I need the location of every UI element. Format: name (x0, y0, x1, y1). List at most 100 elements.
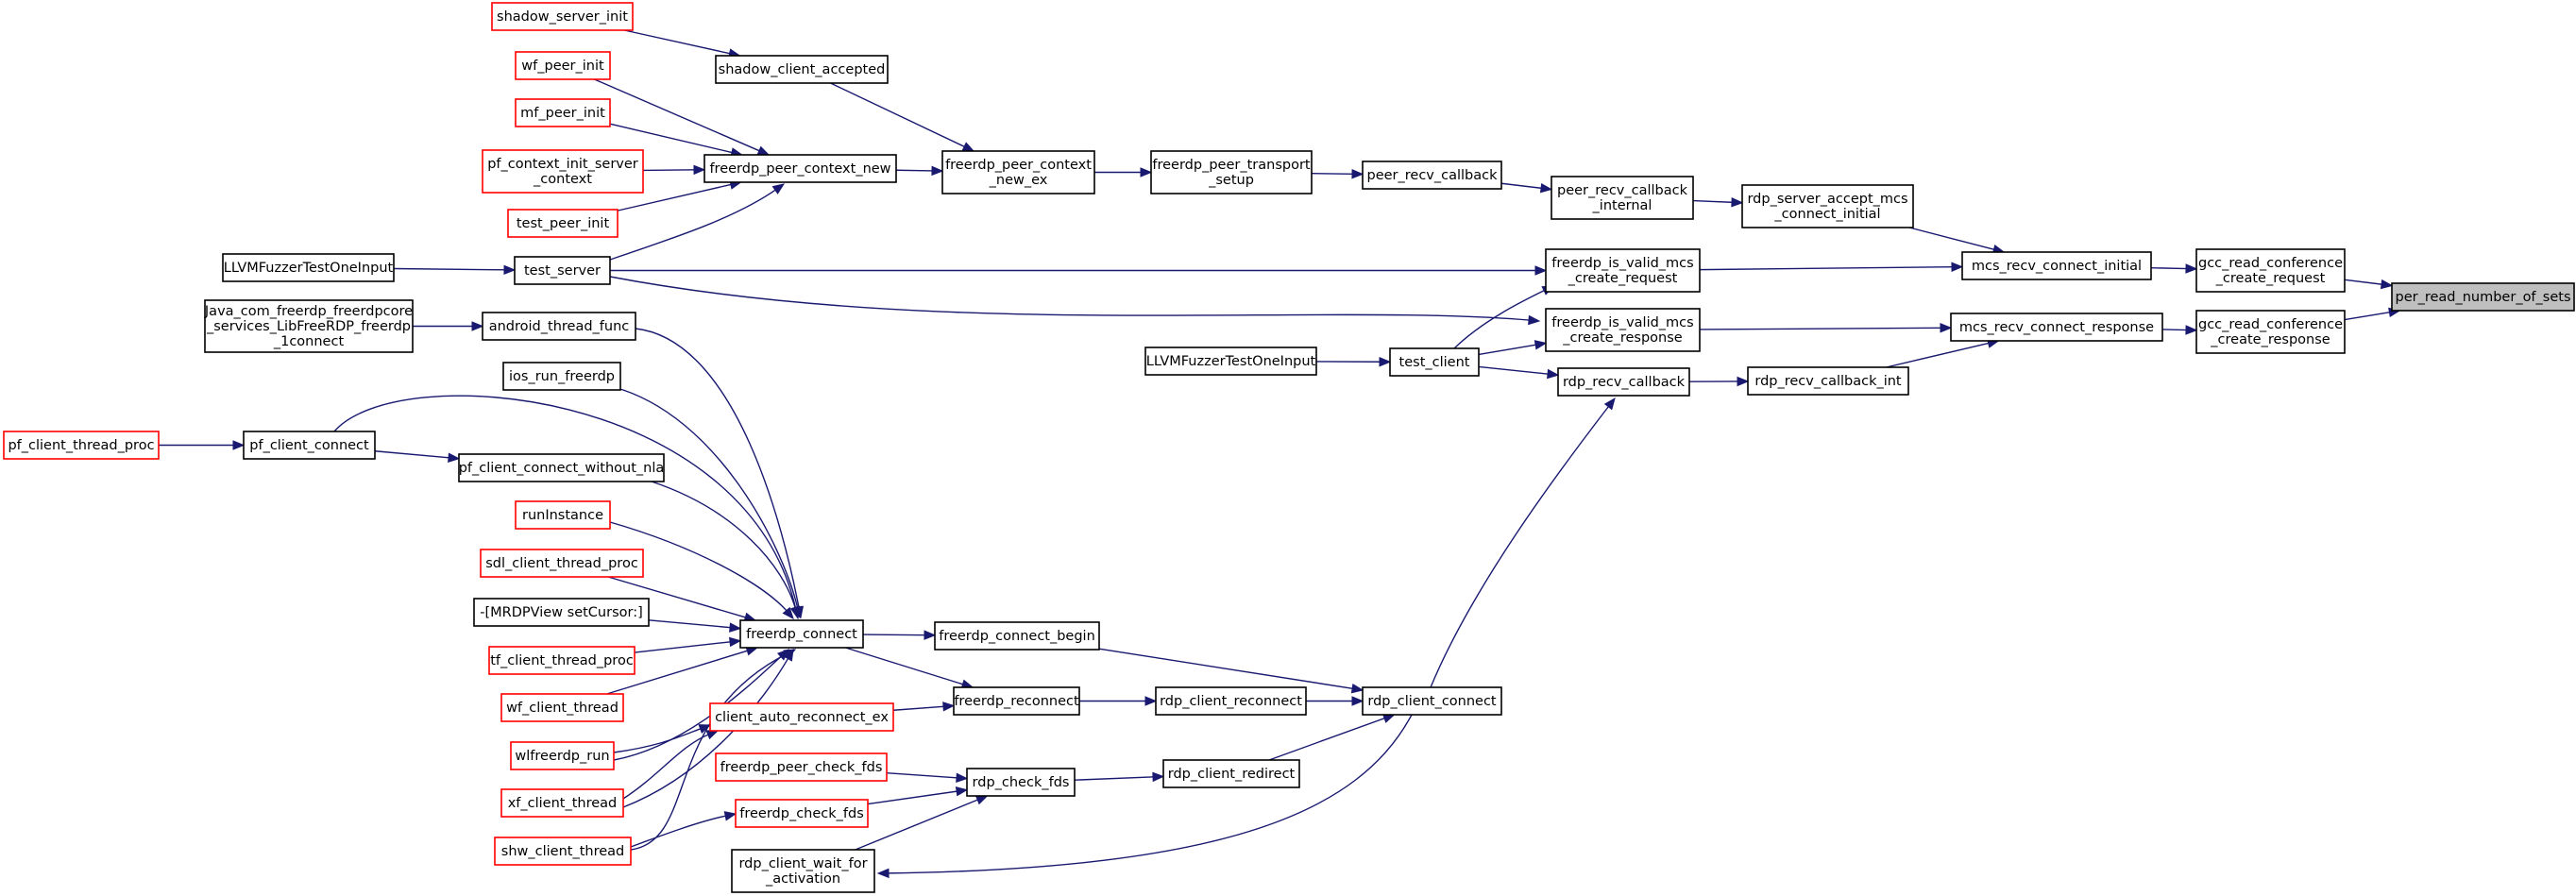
node-wf-peer-init[interactable]: wf_peer_init (515, 51, 611, 80)
node-gcc-read-conference-create-response[interactable]: gcc_read_conference_create_response (2195, 310, 2346, 354)
node-box (2391, 282, 2575, 312)
edge-sdl_client_thread_proc-to-freerdp_connect (607, 576, 757, 622)
node-pf-client-connect-without-nla[interactable]: pf_client_connect_without_nla (458, 453, 665, 482)
edge-freerdp_is_valid_mcs_create_request-to-mcs_recv_connect_initial (1699, 262, 1964, 272)
node-mcs-recv-connect-initial[interactable]: mcs_recv_connect_initial (1961, 251, 2152, 280)
node-label: freerdp_peer_context_new (709, 161, 890, 177)
node-freerdp-reconnect[interactable]: freerdp_reconnect (953, 686, 1080, 716)
arrow-head-icon (1350, 683, 1364, 694)
node-box (515, 98, 611, 127)
node-rdp-client-connect[interactable]: rdp_client_connect (1362, 686, 1502, 716)
node-rdp-client-reconnect[interactable]: rdp_client_reconnect (1155, 686, 1307, 716)
edge-line (609, 276, 1532, 321)
edge-xf_client_thread-to-client_auto_reconnect_ex (622, 730, 720, 800)
arrow-head-icon (2380, 279, 2394, 290)
edge-line (1098, 648, 1355, 690)
node-freerdp-peer-context-new[interactable]: freerdp_peer_context_new (703, 154, 897, 183)
node-rdp-client-wait-for-activation[interactable]: rdp_client_wait_for_activation (731, 849, 875, 893)
node-Java-com-freerdp[interactable]: Java_com_freerdp_freerdpcore_services_Li… (204, 299, 414, 353)
node-test-server[interactable]: test_server (514, 256, 611, 285)
node-runInstance[interactable]: runInstance (515, 500, 611, 530)
node-label: _create_request (2215, 271, 2326, 286)
node-pf-client-thread-proc[interactable]: pf_client_thread_proc (3, 431, 160, 460)
node-shw-client-thread[interactable]: shw_client_thread (494, 837, 632, 866)
edge-wf_peer_init-to-freerdp_peer_context_new (594, 78, 771, 156)
node-rdp-server-accept-mcs-connect-initial[interactable]: rdp_server_accept_mcs_connect_initial (1741, 184, 1914, 228)
node-box (458, 453, 665, 482)
node-box (515, 500, 611, 530)
node-freerdp-check-fds[interactable]: freerdp_check_fds (735, 799, 869, 828)
edge-line (2344, 279, 2384, 286)
node-freerdp-connect-begin[interactable]: freerdp_connect_begin (934, 621, 1100, 651)
node-freerdp-peer-transport-setup[interactable]: freerdp_peer_transport_setup (1150, 150, 1313, 194)
node-rdp-client-redirect[interactable]: rdp_client_redirect (1162, 759, 1300, 788)
arrow-head-icon (723, 811, 737, 821)
edge-line (622, 733, 710, 800)
arrow-head-icon (693, 164, 706, 176)
node-pf-client-connect[interactable]: pf_client_connect (243, 431, 376, 460)
arrow-head-icon (924, 630, 937, 640)
node-label: -[MRDPView setCursor:] (480, 605, 643, 620)
edge-shadow_server_init-to-shadow_client_accepted (623, 29, 741, 59)
node-wf-client-thread[interactable]: wf_client_thread (500, 693, 624, 722)
node-LLVMFuzzerTestOneInput-2[interactable]: LLVMFuzzerTestOneInput (1144, 347, 1317, 376)
node-box (491, 2, 634, 31)
node-peer-recv-callback-internal[interactable]: peer_recv_callback_internal (1551, 176, 1694, 220)
edge-line (886, 714, 1413, 874)
node-label: LLVMFuzzerTestOneInput (1146, 354, 1316, 369)
node-MRDPView-setCursor[interactable]: -[MRDPView setCursor:] (473, 598, 650, 627)
node-freerdp-peer-check-fds[interactable]: freerdp_peer_check_fds (715, 752, 888, 782)
node-per-read-number-of-sets[interactable]: per_read_number_of_sets (2391, 282, 2575, 312)
node-box (1950, 313, 2163, 342)
node-ios-run-freerdp[interactable]: ios_run_freerdp (502, 362, 621, 391)
arrow-head-icon (1737, 376, 1750, 387)
node-label: test_server (524, 263, 601, 279)
node-shadow-client-accepted[interactable]: shadow_client_accepted (715, 55, 889, 84)
arrow-head-icon (503, 264, 517, 276)
edge-tf_client_thread_proc-to-freerdp_connect (634, 636, 742, 653)
node-box (1961, 251, 2152, 280)
node-freerdp-peer-context-new-ex[interactable]: freerdp_peer_context_new_ex (941, 150, 1095, 194)
node-box (1545, 248, 1701, 293)
node-rdp-check-fds[interactable]: rdp_check_fds (966, 768, 1076, 797)
node-pf-context-init-server-context[interactable]: pf_context_init_server_context (482, 149, 644, 194)
edge-mcs_recv_connect_initial-to-gcc_read_conference_create_request (2150, 263, 2198, 274)
edge-line (867, 790, 959, 805)
node-android-thread-func[interactable]: android_thread_func (482, 312, 636, 341)
edge-ios_run_freerdp-to-freerdp_connect (613, 386, 803, 619)
node-mf-peer-init[interactable]: mf_peer_init (515, 98, 611, 127)
node-test-client[interactable]: test_client (1389, 347, 1480, 377)
node-client-auto-reconnect-ex[interactable]: client_auto_reconnect_ex (709, 702, 894, 732)
edge-rdp_server_accept_mcs_connect_initial-to-mcs_recv_connect_initial (1908, 227, 2006, 255)
edge-line (393, 267, 507, 271)
node-test-peer-init[interactable]: test_peer_init (507, 209, 619, 238)
node-gcc-read-conference-create-request[interactable]: gcc_read_conference_create_request (2195, 248, 2346, 293)
node-sdl-client-thread-proc[interactable]: sdl_client_thread_proc (480, 549, 644, 578)
node-freerdp-connect[interactable]: freerdp_connect (739, 619, 864, 649)
node-LLVMFuzzerTestOneInput-1[interactable]: LLVMFuzzerTestOneInput (222, 253, 395, 282)
edge-line (895, 169, 935, 172)
node-peer-recv-callback[interactable]: peer_recv_callback (1362, 161, 1502, 190)
node-tf-client-thread-proc[interactable]: tf_client_thread_proc (488, 646, 636, 675)
node-xf-client-thread[interactable]: xf_client_thread (500, 788, 624, 818)
edge-line (606, 649, 750, 695)
node-freerdp-is-valid-mcs-create-response[interactable]: freerdp_is_valid_mcs_create_response (1545, 308, 1701, 352)
node-label: shw_client_thread (501, 844, 624, 859)
edge-line (2150, 267, 2189, 270)
node-box (204, 299, 414, 353)
edge-line (374, 450, 451, 459)
node-freerdp-is-valid-mcs-create-request[interactable]: freerdp_is_valid_mcs_create_request (1545, 248, 1701, 293)
node-box (709, 702, 894, 732)
node-mcs-recv-connect-response[interactable]: mcs_recv_connect_response (1950, 313, 2163, 342)
node-wlfreerdp-run[interactable]: wlfreerdp_run (510, 741, 615, 770)
node-box (482, 149, 644, 194)
node-label: freerdp_peer_transport (1152, 158, 1311, 173)
arrow-head-icon (1547, 368, 1560, 380)
node-rdp-recv-callback-int[interactable]: rdp_recv_callback_int (1747, 366, 1909, 396)
arrow-head-icon (1951, 262, 1964, 272)
node-rdp-recv-callback[interactable]: rdp_recv_callback (1557, 367, 1690, 397)
node-shadow-server-init[interactable]: shadow_server_init (491, 2, 634, 31)
node-label: client_auto_reconnect_ex (715, 710, 889, 725)
edge-LLVMFuzzerTestOneInput_1-to-test_server (393, 264, 517, 276)
arrow-head-icon (1140, 167, 1153, 178)
